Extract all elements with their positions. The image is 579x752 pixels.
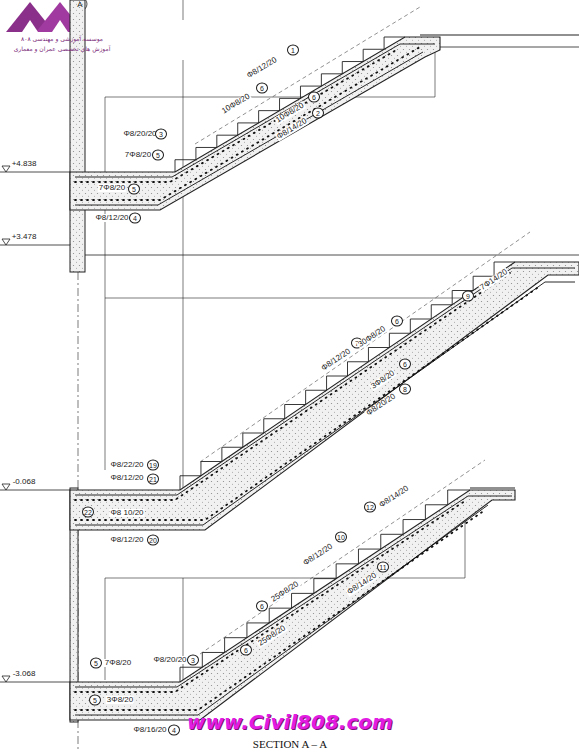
- rebar-label: Φ8/12/20: [301, 542, 335, 568]
- callout-number: 20: [147, 535, 159, 546]
- callout-number: 21: [147, 474, 159, 485]
- rebar-label: 10Φ8/20: [220, 92, 252, 116]
- rebar-label: Φ8/20/20: [152, 656, 187, 664]
- level-label: -0.068: [12, 478, 37, 486]
- balustrade-line: [195, 7, 420, 144]
- callout-number: 4: [168, 725, 180, 736]
- callout-number: 6: [391, 316, 403, 327]
- rebar-label: Φ8 10/20: [109, 509, 144, 517]
- level-label: +3.478: [11, 233, 38, 241]
- callout-number: 11: [377, 562, 389, 573]
- rebar-label: Φ8/20/20: [122, 130, 157, 138]
- callout-number: 10: [335, 532, 347, 543]
- watermark: www.Civil808.com: [186, 712, 394, 732]
- rebar-label: 7Φ8/20: [104, 659, 132, 667]
- rebar-label: Φ8/12/20: [109, 536, 144, 544]
- callout-number: 2: [312, 108, 324, 119]
- callout-number: 6: [399, 359, 411, 370]
- stair-steps: [175, 7, 530, 682]
- section-marker: A: [76, 1, 83, 9]
- callout-number: 22: [82, 507, 94, 518]
- step-profile: [180, 490, 470, 682]
- balustrade-line: [200, 232, 530, 462]
- rebar-label: 3Φ8/20: [106, 696, 134, 704]
- step-profile: [175, 37, 405, 172]
- callout-number: 12: [364, 502, 376, 513]
- rebar-label: Φ8/14/20: [377, 484, 411, 510]
- callout-number: 3: [155, 129, 167, 140]
- callout-number: 4: [129, 213, 141, 224]
- callout-number: 6: [240, 645, 252, 656]
- stair-slabs: [70, 37, 579, 720]
- callout-number: 5: [128, 184, 140, 195]
- watermark-text: موسسه آموزشی و مهندسی ۸۰۸: [20, 36, 104, 42]
- watermark-text: آموزش های تخصصی عمران و معماری: [13, 46, 112, 52]
- callout-number: 8: [399, 384, 411, 395]
- rebar-label: Φ8/22/20: [109, 461, 144, 469]
- callout-number: 1: [287, 45, 299, 56]
- column: [70, 0, 85, 722]
- balustrade-line: [200, 460, 485, 654]
- callout-number: 5: [152, 150, 164, 161]
- callout-number: 3: [187, 655, 199, 666]
- callout-number: 9: [462, 291, 474, 302]
- callout-number: 6: [256, 83, 268, 94]
- level-label: -3.068: [12, 670, 37, 678]
- callout-number: 6: [308, 92, 320, 103]
- step-profile: [180, 262, 515, 490]
- rebar-label: Φ8/12/20: [109, 474, 144, 482]
- rebar-label: Φ8/16/20: [132, 726, 167, 734]
- callout-number: 6: [256, 601, 268, 612]
- rebar: [75, 44, 575, 715]
- rebar-label: 7Φ8/20: [124, 151, 152, 159]
- callout-number: 5: [89, 695, 101, 706]
- callout-number: 19: [147, 460, 159, 471]
- rebar-label: 30Φ8/20: [356, 324, 388, 349]
- level-label: +4.838: [11, 160, 38, 168]
- callout-number: 5: [90, 658, 102, 669]
- rebar-label: 25Φ8/20: [269, 580, 301, 605]
- caption: SECTION A – A: [252, 739, 328, 750]
- rebar-label: 7Φ8/20: [98, 184, 126, 192]
- rebar-label: Φ8/12/20: [245, 56, 279, 81]
- rebar-label: Φ8/12/20: [94, 214, 129, 222]
